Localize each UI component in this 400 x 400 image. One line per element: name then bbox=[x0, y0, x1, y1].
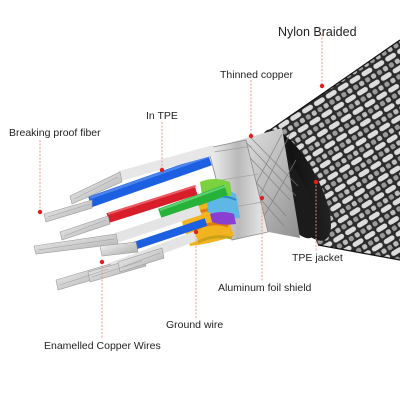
white-wire-upper bbox=[118, 145, 216, 181]
label-nylon-braided: Nylon Braided bbox=[278, 25, 357, 39]
white-wire-lower bbox=[114, 205, 202, 243]
label-ground-wire: Ground wire bbox=[166, 319, 224, 331]
leader-dots bbox=[37, 83, 325, 265]
label-tpe-jacket: TPE jacket bbox=[292, 252, 343, 264]
label-breaking-proof-fiber: Breaking proof fiber bbox=[9, 127, 101, 139]
label-aluminum-foil-shield: Aluminum foil shield bbox=[218, 282, 312, 294]
exposed-strand-tips bbox=[33, 171, 165, 291]
green-wire bbox=[158, 184, 228, 220]
blue-wire-small bbox=[132, 218, 208, 250]
blue-wire bbox=[88, 154, 212, 208]
label-thinned-copper: Thinned copper bbox=[220, 69, 293, 81]
label-in-tpe: In TPE bbox=[146, 110, 178, 122]
red-wire bbox=[106, 185, 198, 223]
label-enamelled-copper-wires: Enamelled Copper Wires bbox=[44, 340, 161, 352]
leader-lines bbox=[39, 34, 323, 338]
